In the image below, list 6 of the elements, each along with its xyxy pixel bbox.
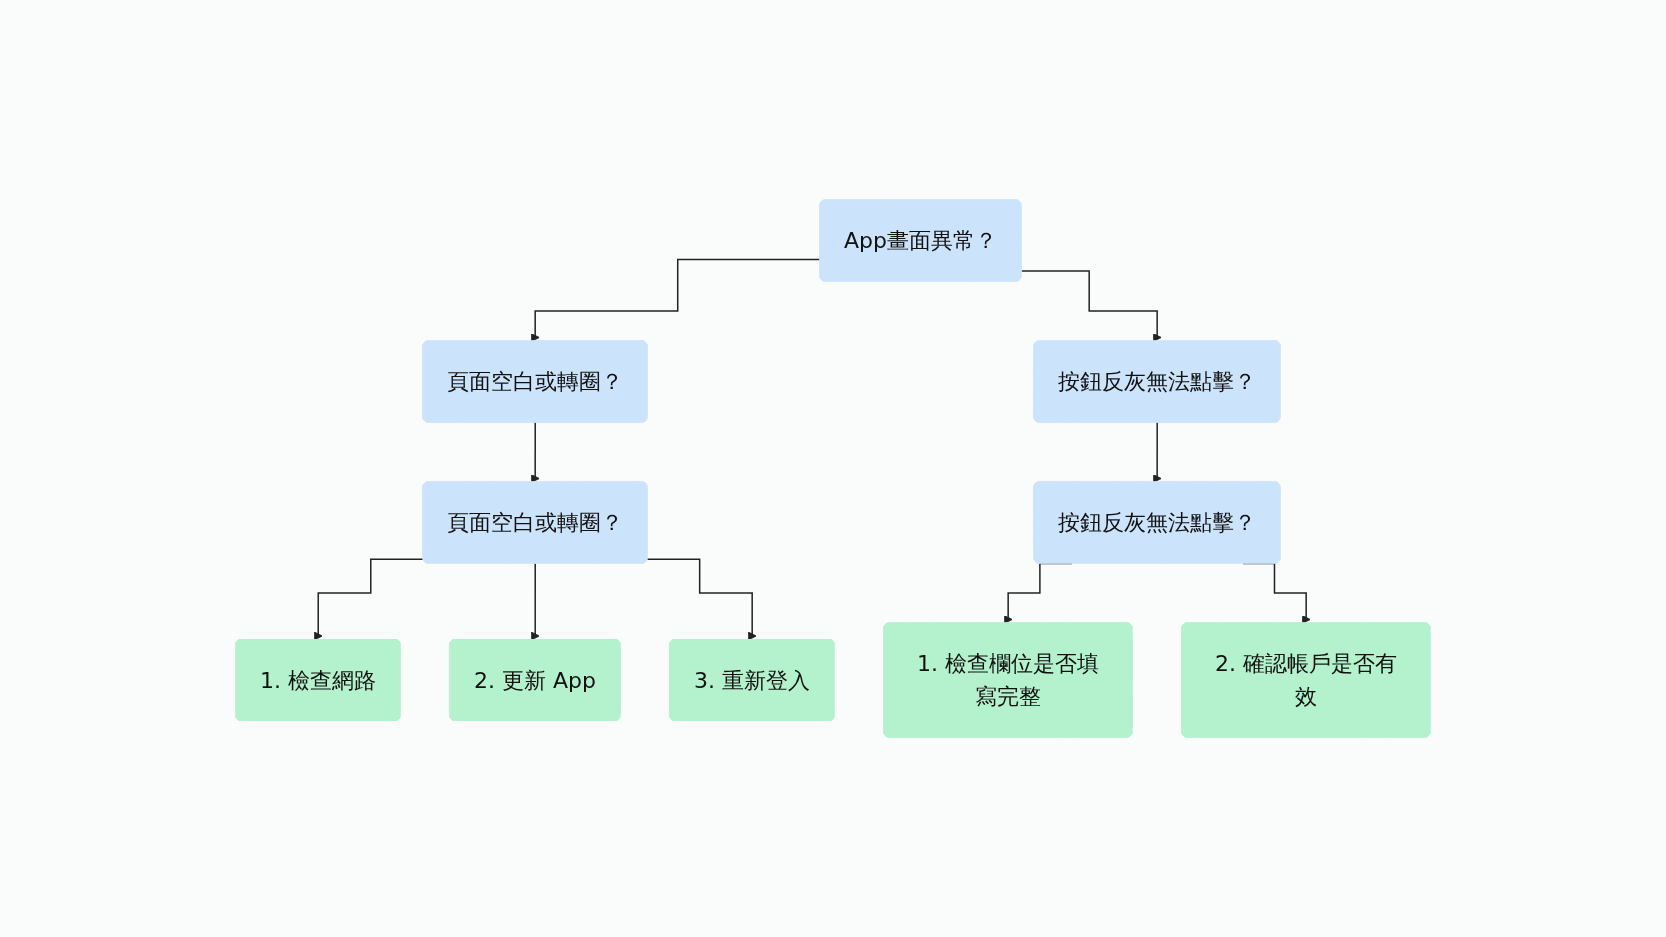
arrow (1153, 421, 1162, 483)
arrow (1020, 270, 1162, 342)
arrow (531, 421, 540, 483)
arrow (531, 562, 540, 641)
arrow (314, 558, 425, 641)
arrow (646, 558, 757, 641)
